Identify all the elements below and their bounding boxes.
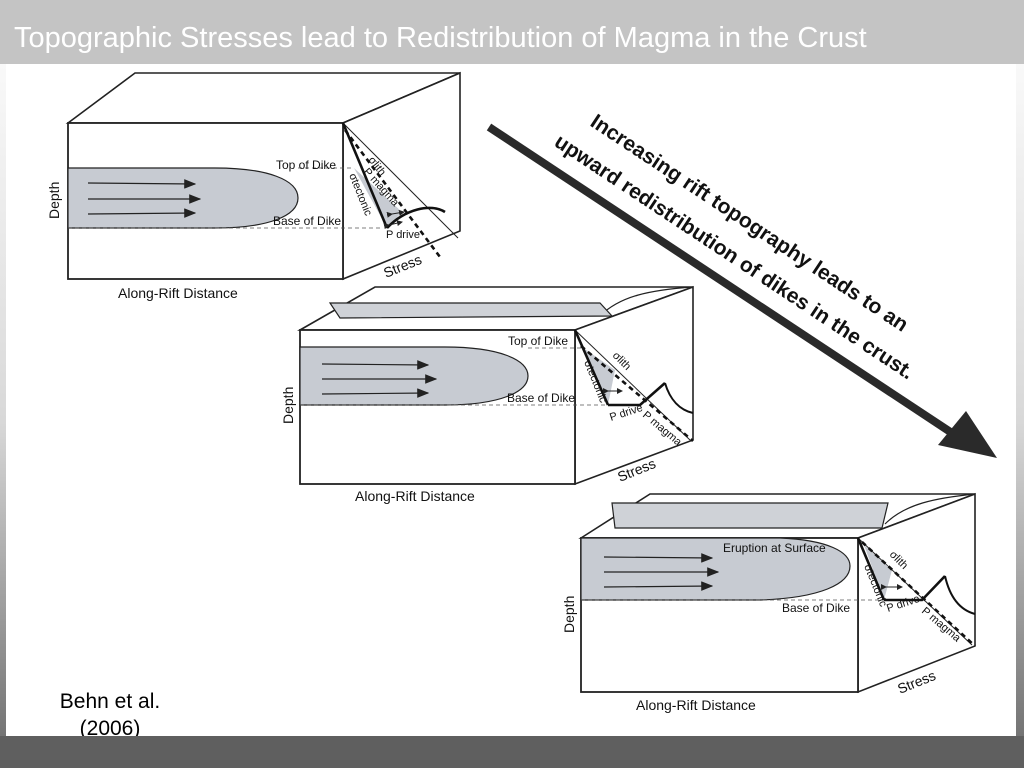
citation: Behn et al. (2006) <box>40 688 180 742</box>
panel-3-base-of-dike-label: Base of Dike <box>782 601 850 615</box>
panel-1-dike <box>67 167 299 229</box>
panel-2-stress-plot <box>573 329 694 442</box>
bottom-bar <box>0 736 1024 768</box>
citation-line-1: Behn et al. <box>59 690 161 713</box>
panel-2-dike <box>299 346 529 406</box>
panel-2-flow-arrows <box>321 360 438 398</box>
citation-line-2: (2006) <box>79 717 141 740</box>
panel-3-stress-plot <box>856 537 976 647</box>
panel-3-topography <box>611 502 889 529</box>
panel-1-distance-label: Along-Rift Distance <box>118 285 238 301</box>
title-bar: Topographic Stresses lead to Redistribut… <box>0 0 1024 64</box>
panel-1-stress-plot <box>341 122 459 258</box>
panel-3-depth-label: Depth <box>561 596 577 633</box>
panel-3: Eruption at Surface Base of Dike σlith σ… <box>561 492 976 713</box>
panel-2-depth-label: Depth <box>280 387 296 424</box>
panel-2-topography <box>328 302 614 319</box>
panel-3-flow-arrows <box>603 553 720 591</box>
panel-3-distance-label: Along-Rift Distance <box>636 697 756 713</box>
panel-2-top-of-dike-label: Top of Dike <box>508 334 568 348</box>
panel-2: Top of Dike Base of Dike σlith σtectonic… <box>280 285 694 504</box>
panel-1: Top of Dike Base of Dike σlith P magma σ… <box>46 71 461 301</box>
panel-1-top-of-dike-label: Top of Dike <box>276 158 336 172</box>
slide-title: Topographic Stresses lead to Redistribut… <box>14 22 867 54</box>
panel-3-eruption-label: Eruption at Surface <box>723 541 826 555</box>
panel-1-flow-arrows <box>87 179 202 218</box>
panel-2-base-of-dike-label: Base of Dike <box>507 391 575 405</box>
panel-2-distance-label: Along-Rift Distance <box>355 488 475 504</box>
panel-1-depth-label: Depth <box>46 182 62 219</box>
diagonal-arrow <box>486 123 997 458</box>
panel-1-p-drive: P drive <box>386 229 420 241</box>
panel-1-base-of-dike-label: Base of Dike <box>273 214 341 228</box>
